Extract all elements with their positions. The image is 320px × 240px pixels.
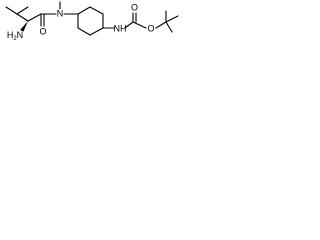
atom-label-amine-n: N bbox=[17, 30, 24, 40]
bond-carbamate-c-to-o bbox=[132, 21, 147, 29]
ring-bond-2 bbox=[89, 6, 104, 15]
ring-bond-4 bbox=[89, 27, 104, 36]
chemical-structure-diagram: H2N O N NH O O bbox=[5, 1, 179, 42]
atom-label-amine-sub: 2 bbox=[13, 36, 17, 42]
ring-bond-1 bbox=[77, 6, 91, 15]
bond-ipr-to-alpha bbox=[16, 13, 29, 22]
atom-label-amine: H2N bbox=[7, 30, 23, 41]
atom-label-amide-nitrogen: N bbox=[57, 8, 64, 18]
bond-nh-to-carbamate-c bbox=[124, 21, 134, 29]
ring-bond-5 bbox=[77, 27, 91, 36]
bond-ipr-ch3-b bbox=[16, 6, 29, 15]
bond-tbu-methyl-2 bbox=[165, 15, 179, 23]
atom-label-carbamate-carbonyl-oxygen: O bbox=[131, 2, 138, 12]
bond-tbu-methyl-3 bbox=[165, 21, 173, 33]
atom-label-ester-oxygen: O bbox=[147, 23, 154, 33]
stereo-wedge-bond bbox=[20, 21, 28, 32]
atom-label-amide-oxygen: O bbox=[39, 26, 46, 36]
atom-label-carbamate-nh: NH bbox=[114, 23, 127, 33]
bond-ipr-ch3-a bbox=[5, 6, 18, 15]
bond-alpha-to-carbonyl bbox=[27, 13, 42, 22]
atom-label-amine-h: H bbox=[7, 30, 14, 40]
bond-o-to-tbu bbox=[155, 21, 167, 29]
